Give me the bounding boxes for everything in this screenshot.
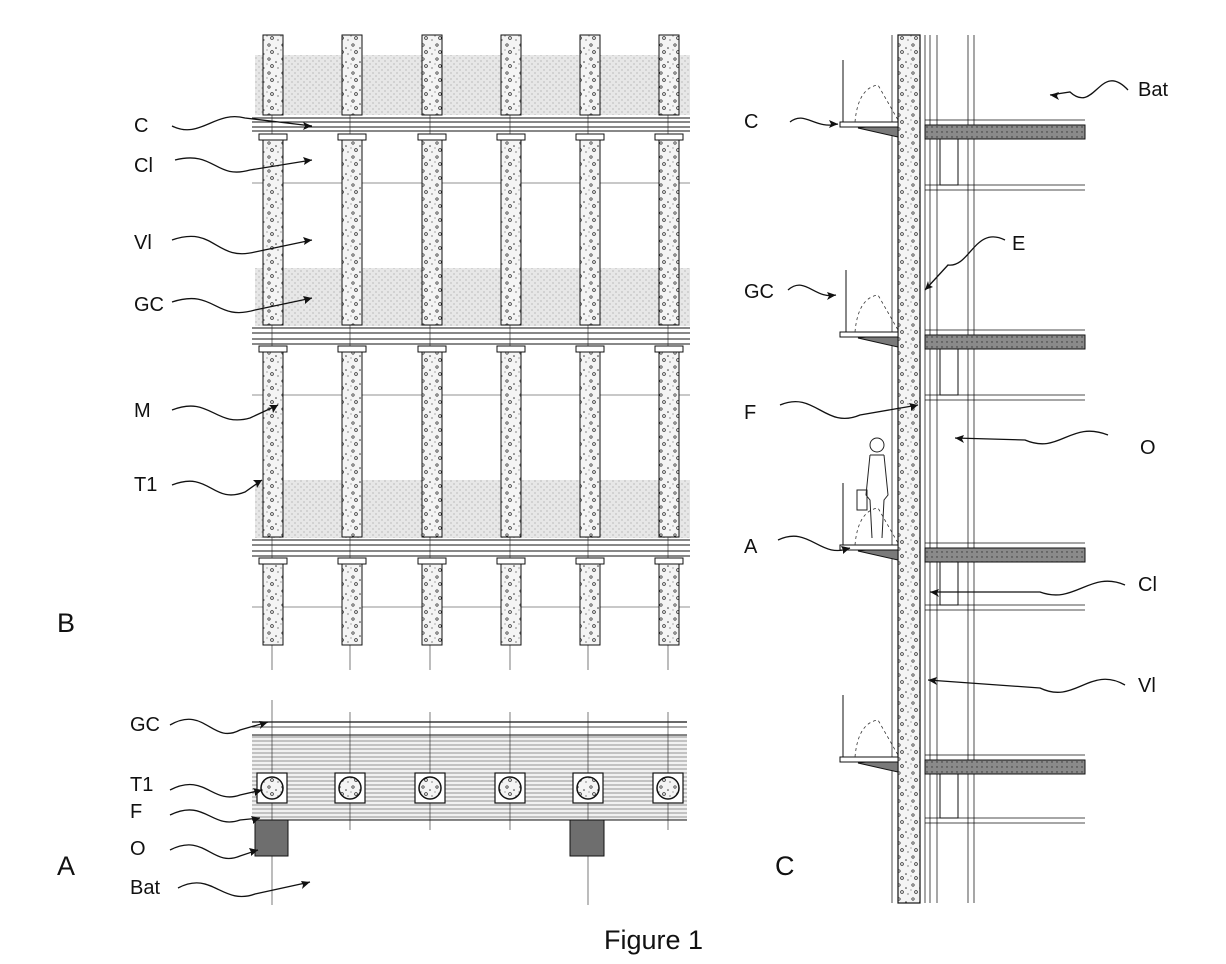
label-c-c: C — [744, 111, 759, 133]
label-c-o: O — [1140, 437, 1156, 459]
panel-c-vertical-section — [777, 34, 1129, 904]
panel-letter-c: C — [775, 851, 795, 881]
label-b-cl: Cl — [134, 155, 153, 177]
label-c-vl: Vl — [1138, 675, 1156, 697]
panel-b-facade-elevation — [171, 34, 690, 670]
person-figure — [856, 437, 889, 539]
label-b-m: M — [134, 400, 151, 422]
label-c-a: A — [744, 536, 758, 558]
label-a-t1: T1 — [130, 774, 154, 796]
label-a-f: F — [130, 801, 143, 823]
panel-letter-a: A — [57, 851, 76, 881]
label-a-bat: Bat — [130, 877, 161, 899]
label-a-gc: GC — [130, 714, 160, 736]
label-c-f: F — [744, 402, 757, 424]
label-b-c: C — [134, 115, 149, 137]
figure-caption: Figure 1 — [604, 925, 704, 955]
label-a-o: O — [130, 838, 146, 860]
panel-a-plan-section — [169, 700, 687, 905]
label-b-t1: T1 — [134, 474, 158, 496]
label-c-cl: Cl — [1138, 574, 1157, 596]
label-c-e: E — [1012, 233, 1026, 255]
label-c-gc: GC — [744, 281, 774, 303]
label-b-gc: GC — [134, 294, 164, 316]
panel-letter-b: B — [57, 608, 76, 638]
label-c-bat: Bat — [1138, 79, 1169, 101]
label-b-vl: Vl — [134, 232, 152, 254]
